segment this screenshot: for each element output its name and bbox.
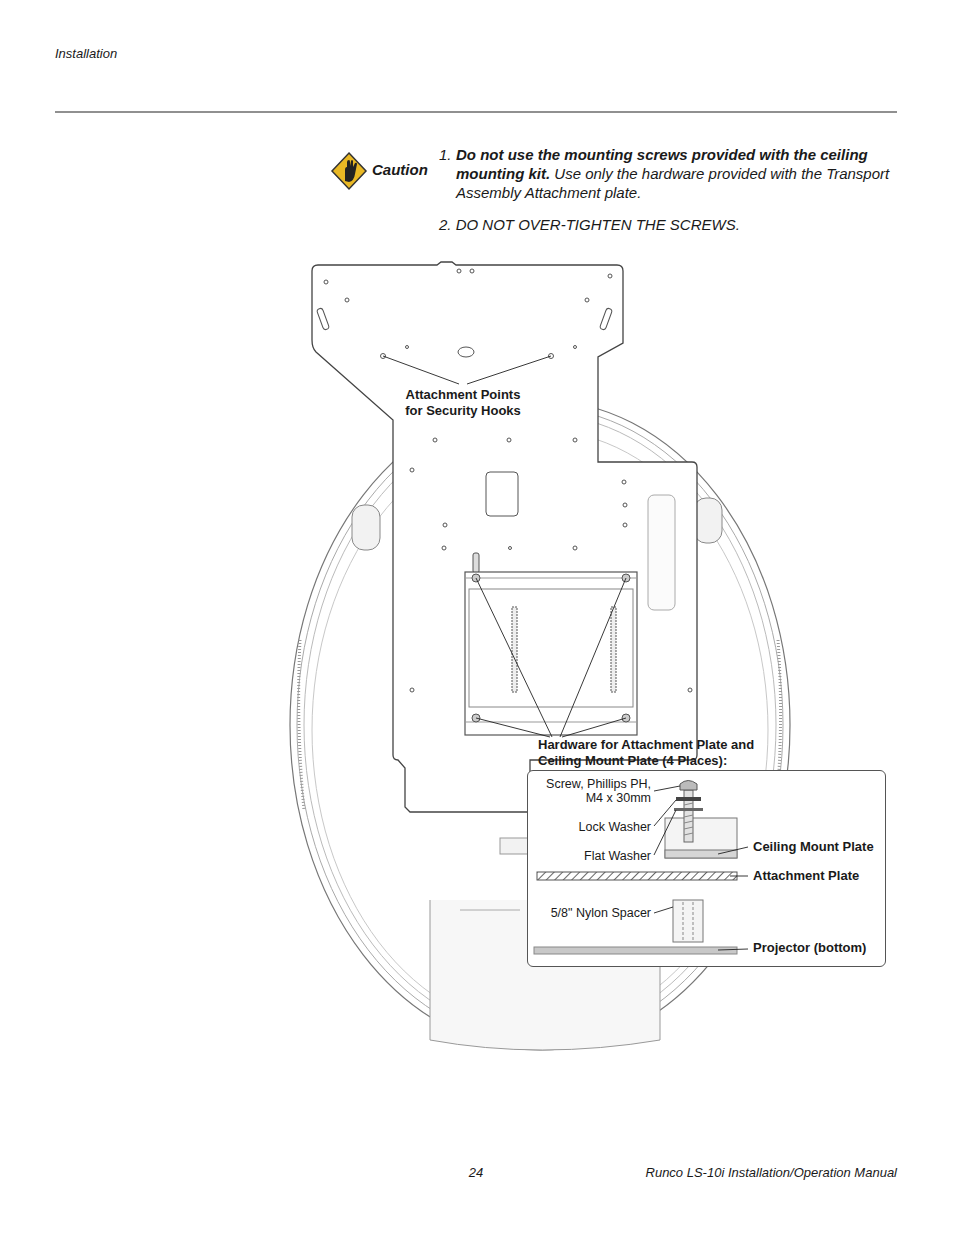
drawing-circle xyxy=(623,503,627,507)
drawing-circle xyxy=(573,546,577,550)
drawing-line xyxy=(467,356,551,384)
drawing-g xyxy=(383,356,626,737)
drawing-circle xyxy=(688,688,692,692)
part-label: Projector (bottom) xyxy=(753,941,866,955)
part-label: 5/8" Nylon Spacer xyxy=(531,906,651,920)
drawing-rect xyxy=(694,498,722,543)
drawing-line xyxy=(684,833,693,835)
drawing-circle xyxy=(574,346,577,349)
drawing-rect xyxy=(648,495,675,610)
drawing-line xyxy=(684,827,693,829)
drawing-g xyxy=(465,572,637,735)
drawing-line xyxy=(684,803,693,805)
drawing-g xyxy=(332,153,366,189)
drawing-circle xyxy=(509,547,512,550)
drawing-line xyxy=(460,910,520,911)
drawing-path xyxy=(299,640,304,810)
drawing-line xyxy=(476,718,550,737)
drawing-line xyxy=(718,847,748,854)
drawing-circle xyxy=(608,274,612,278)
drawing-polygon xyxy=(332,153,366,189)
drawing-line xyxy=(465,578,637,579)
part-label: Screw, Phillips PH, M4 x 30mm xyxy=(531,777,651,805)
hardware-inset: Hardware for Attachment Plate and Ceilin… xyxy=(527,770,886,967)
drawing-circle xyxy=(573,438,577,442)
drawing-rect xyxy=(611,607,616,692)
drawing-circle xyxy=(622,480,626,484)
drawing-line xyxy=(55,111,897,112)
drawing-rect xyxy=(465,572,637,735)
drawing-line xyxy=(560,578,626,737)
running-header: Installation xyxy=(55,46,117,62)
drawing-path xyxy=(345,160,357,182)
part-label: Attachment Plate xyxy=(753,869,859,883)
drawing-line xyxy=(654,800,676,826)
drawing-line xyxy=(383,356,459,384)
drawing-path xyxy=(680,781,697,791)
drawing-rect xyxy=(599,308,612,331)
drawing-rect xyxy=(676,797,701,801)
item-number: 1. xyxy=(439,145,452,164)
drawing-rect xyxy=(534,947,737,954)
drawing-line xyxy=(654,907,673,913)
footer-title: Runco LS-10i Installation/Operation Manu… xyxy=(547,1165,897,1181)
drawing-circle xyxy=(345,298,349,302)
drawing-line xyxy=(683,902,684,940)
drawing-rect xyxy=(512,607,517,692)
drawing-circle xyxy=(410,468,414,472)
drawing-circle xyxy=(470,269,474,273)
drawing-rect xyxy=(500,838,528,854)
drawing-line xyxy=(730,876,748,877)
drawing-rect xyxy=(674,808,703,811)
drawing-rect xyxy=(665,850,737,858)
caution-text: Do not use the mounting screws provided … xyxy=(456,145,899,202)
drawing-rect xyxy=(316,308,329,331)
caution-item: 2. DO NOT OVER-TIGHTEN THE SCREWS. xyxy=(439,215,899,234)
part-label: Flat Washer xyxy=(531,849,651,863)
drawing-rect xyxy=(486,472,518,516)
drawing-circle xyxy=(324,280,328,284)
part-label: Ceiling Mount Plate xyxy=(753,840,874,854)
drawing-g xyxy=(684,803,693,835)
drawing-line xyxy=(476,578,552,737)
drawing-rect xyxy=(469,589,633,707)
drawing-rect xyxy=(537,872,737,880)
hardware-heading: Hardware for Attachment Plate and Ceilin… xyxy=(538,737,778,769)
drawing-circle xyxy=(507,438,511,442)
drawing-circle xyxy=(623,523,627,527)
page-number: 24 xyxy=(446,1165,506,1181)
drawing-circle xyxy=(457,269,461,273)
drawing-circle xyxy=(443,523,447,527)
drawing-line xyxy=(684,815,693,817)
drawing-line xyxy=(718,949,748,950)
drawing-circle xyxy=(585,298,589,302)
part-label: Lock Washer xyxy=(531,820,651,834)
drawing-rect xyxy=(352,505,380,550)
drawing-line xyxy=(654,786,680,791)
drawing-path xyxy=(312,262,697,812)
callout-label: Attachment Points for Security Hooks xyxy=(398,387,528,419)
drawing-rect xyxy=(473,553,479,573)
drawing-circle xyxy=(433,438,437,442)
drawing-circle xyxy=(442,546,446,550)
drawing-circle xyxy=(410,688,414,692)
drawing-ellipse xyxy=(458,347,474,357)
caution-item: 1.Do not use the mounting screws provide… xyxy=(439,145,899,202)
caution-heading: Caution xyxy=(372,161,428,179)
drawing-line xyxy=(693,902,694,940)
drawing-line xyxy=(562,718,626,737)
drawing-rect xyxy=(673,900,703,942)
drawing-line xyxy=(654,810,676,855)
drawing-g xyxy=(654,786,748,950)
drawing-line xyxy=(684,821,693,823)
drawing-circle xyxy=(406,346,409,349)
